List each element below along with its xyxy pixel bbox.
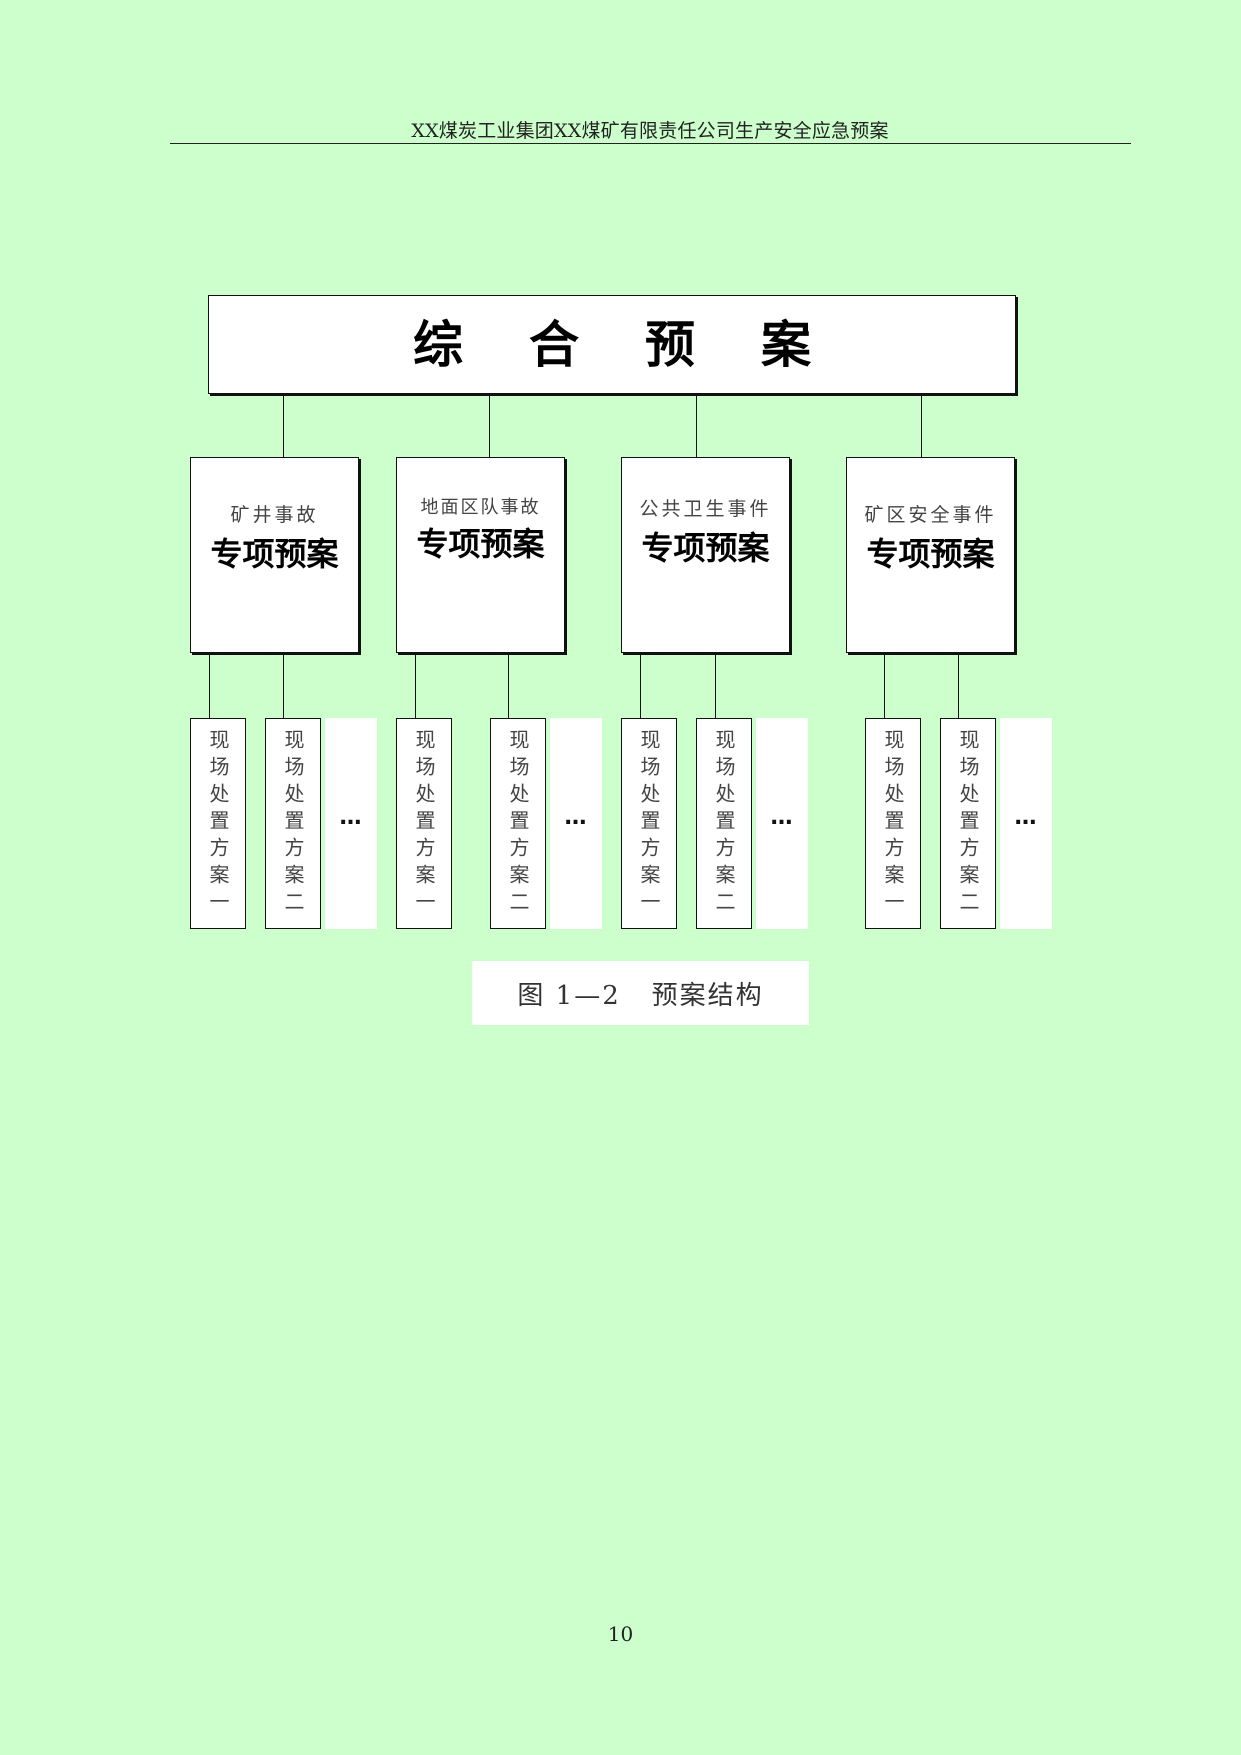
connector-branch-1-leaf-1 — [209, 653, 210, 718]
document-header: XX煤炭工业集团XX煤矿有限责任公司生产安全应急预案 — [411, 120, 889, 142]
special-plan-title: 专项预案 — [210, 535, 339, 573]
comprehensive-plan-label: 综合预案 — [413, 315, 877, 374]
more-plans-ellipsis: … — [756, 718, 808, 929]
onsite-plan-box: 现场处置方案二 — [265, 718, 321, 929]
onsite-plan-box: 现场处置方案一 — [396, 718, 452, 929]
onsite-plan-box: 现场处置方案一 — [190, 718, 246, 929]
connector-branch-4-leaf-1 — [884, 653, 885, 718]
page-number: 10 — [607, 1622, 634, 1646]
connector-branch-3-leaf-2 — [715, 653, 716, 718]
special-plan-box-mine-accident: 矿井事故 专项预案 — [190, 457, 359, 653]
special-plan-box-public-health-event: 公共卫生事件 专项预案 — [621, 457, 790, 653]
onsite-plan-box: 现场处置方案二 — [696, 718, 752, 929]
connector-branch-3-leaf-1 — [640, 653, 641, 718]
onsite-plan-box: 现场处置方案二 — [490, 718, 546, 929]
special-plan-title: 专项预案 — [641, 529, 770, 567]
connector-branch-1-leaf-2 — [283, 653, 284, 718]
special-plan-subtitle: 地面区队事故 — [420, 497, 541, 518]
special-plan-box-surface-team-accident: 地面区队事故 专项预案 — [396, 457, 565, 653]
figure-caption: 图 1—2 预案结构 — [472, 961, 809, 1025]
onsite-plan-label: 现场处置方案二 — [712, 729, 736, 918]
more-plans-ellipsis: … — [550, 718, 602, 929]
connector-top-branch-1 — [283, 394, 284, 457]
onsite-plan-label: 现场处置方案一 — [637, 729, 661, 918]
connector-top-branch-4 — [921, 394, 922, 457]
connector-top-branch-3 — [696, 394, 697, 457]
more-plans-ellipsis: … — [325, 718, 377, 929]
connector-top-branch-2 — [489, 394, 490, 457]
onsite-plan-label: 现场处置方案二 — [281, 729, 305, 918]
onsite-plan-label: 现场处置方案一 — [412, 729, 436, 918]
special-plan-subtitle: 公共卫生事件 — [639, 498, 772, 520]
connector-branch-2-leaf-1 — [415, 653, 416, 718]
onsite-plan-label: 现场处置方案二 — [956, 729, 980, 918]
onsite-plan-box: 现场处置方案一 — [621, 718, 677, 929]
special-plan-title: 专项预案 — [866, 535, 995, 573]
connector-branch-2-leaf-2 — [508, 653, 509, 718]
special-plan-subtitle: 矿井事故 — [230, 504, 319, 526]
onsite-plan-label: 现场处置方案二 — [506, 729, 530, 918]
onsite-plan-box: 现场处置方案一 — [865, 718, 921, 929]
special-plan-title: 专项预案 — [416, 525, 545, 563]
onsite-plan-box: 现场处置方案二 — [940, 718, 996, 929]
connector-branch-4-leaf-2 — [958, 653, 959, 718]
special-plan-box-mine-area-security-event: 矿区安全事件 专项预案 — [846, 457, 1015, 653]
comprehensive-plan-box: 综合预案 — [208, 295, 1016, 394]
more-plans-ellipsis: … — [1000, 718, 1052, 929]
onsite-plan-label: 现场处置方案一 — [881, 729, 905, 918]
special-plan-subtitle: 矿区安全事件 — [864, 504, 997, 526]
header-rule — [170, 143, 1131, 144]
onsite-plan-label: 现场处置方案一 — [206, 729, 230, 918]
